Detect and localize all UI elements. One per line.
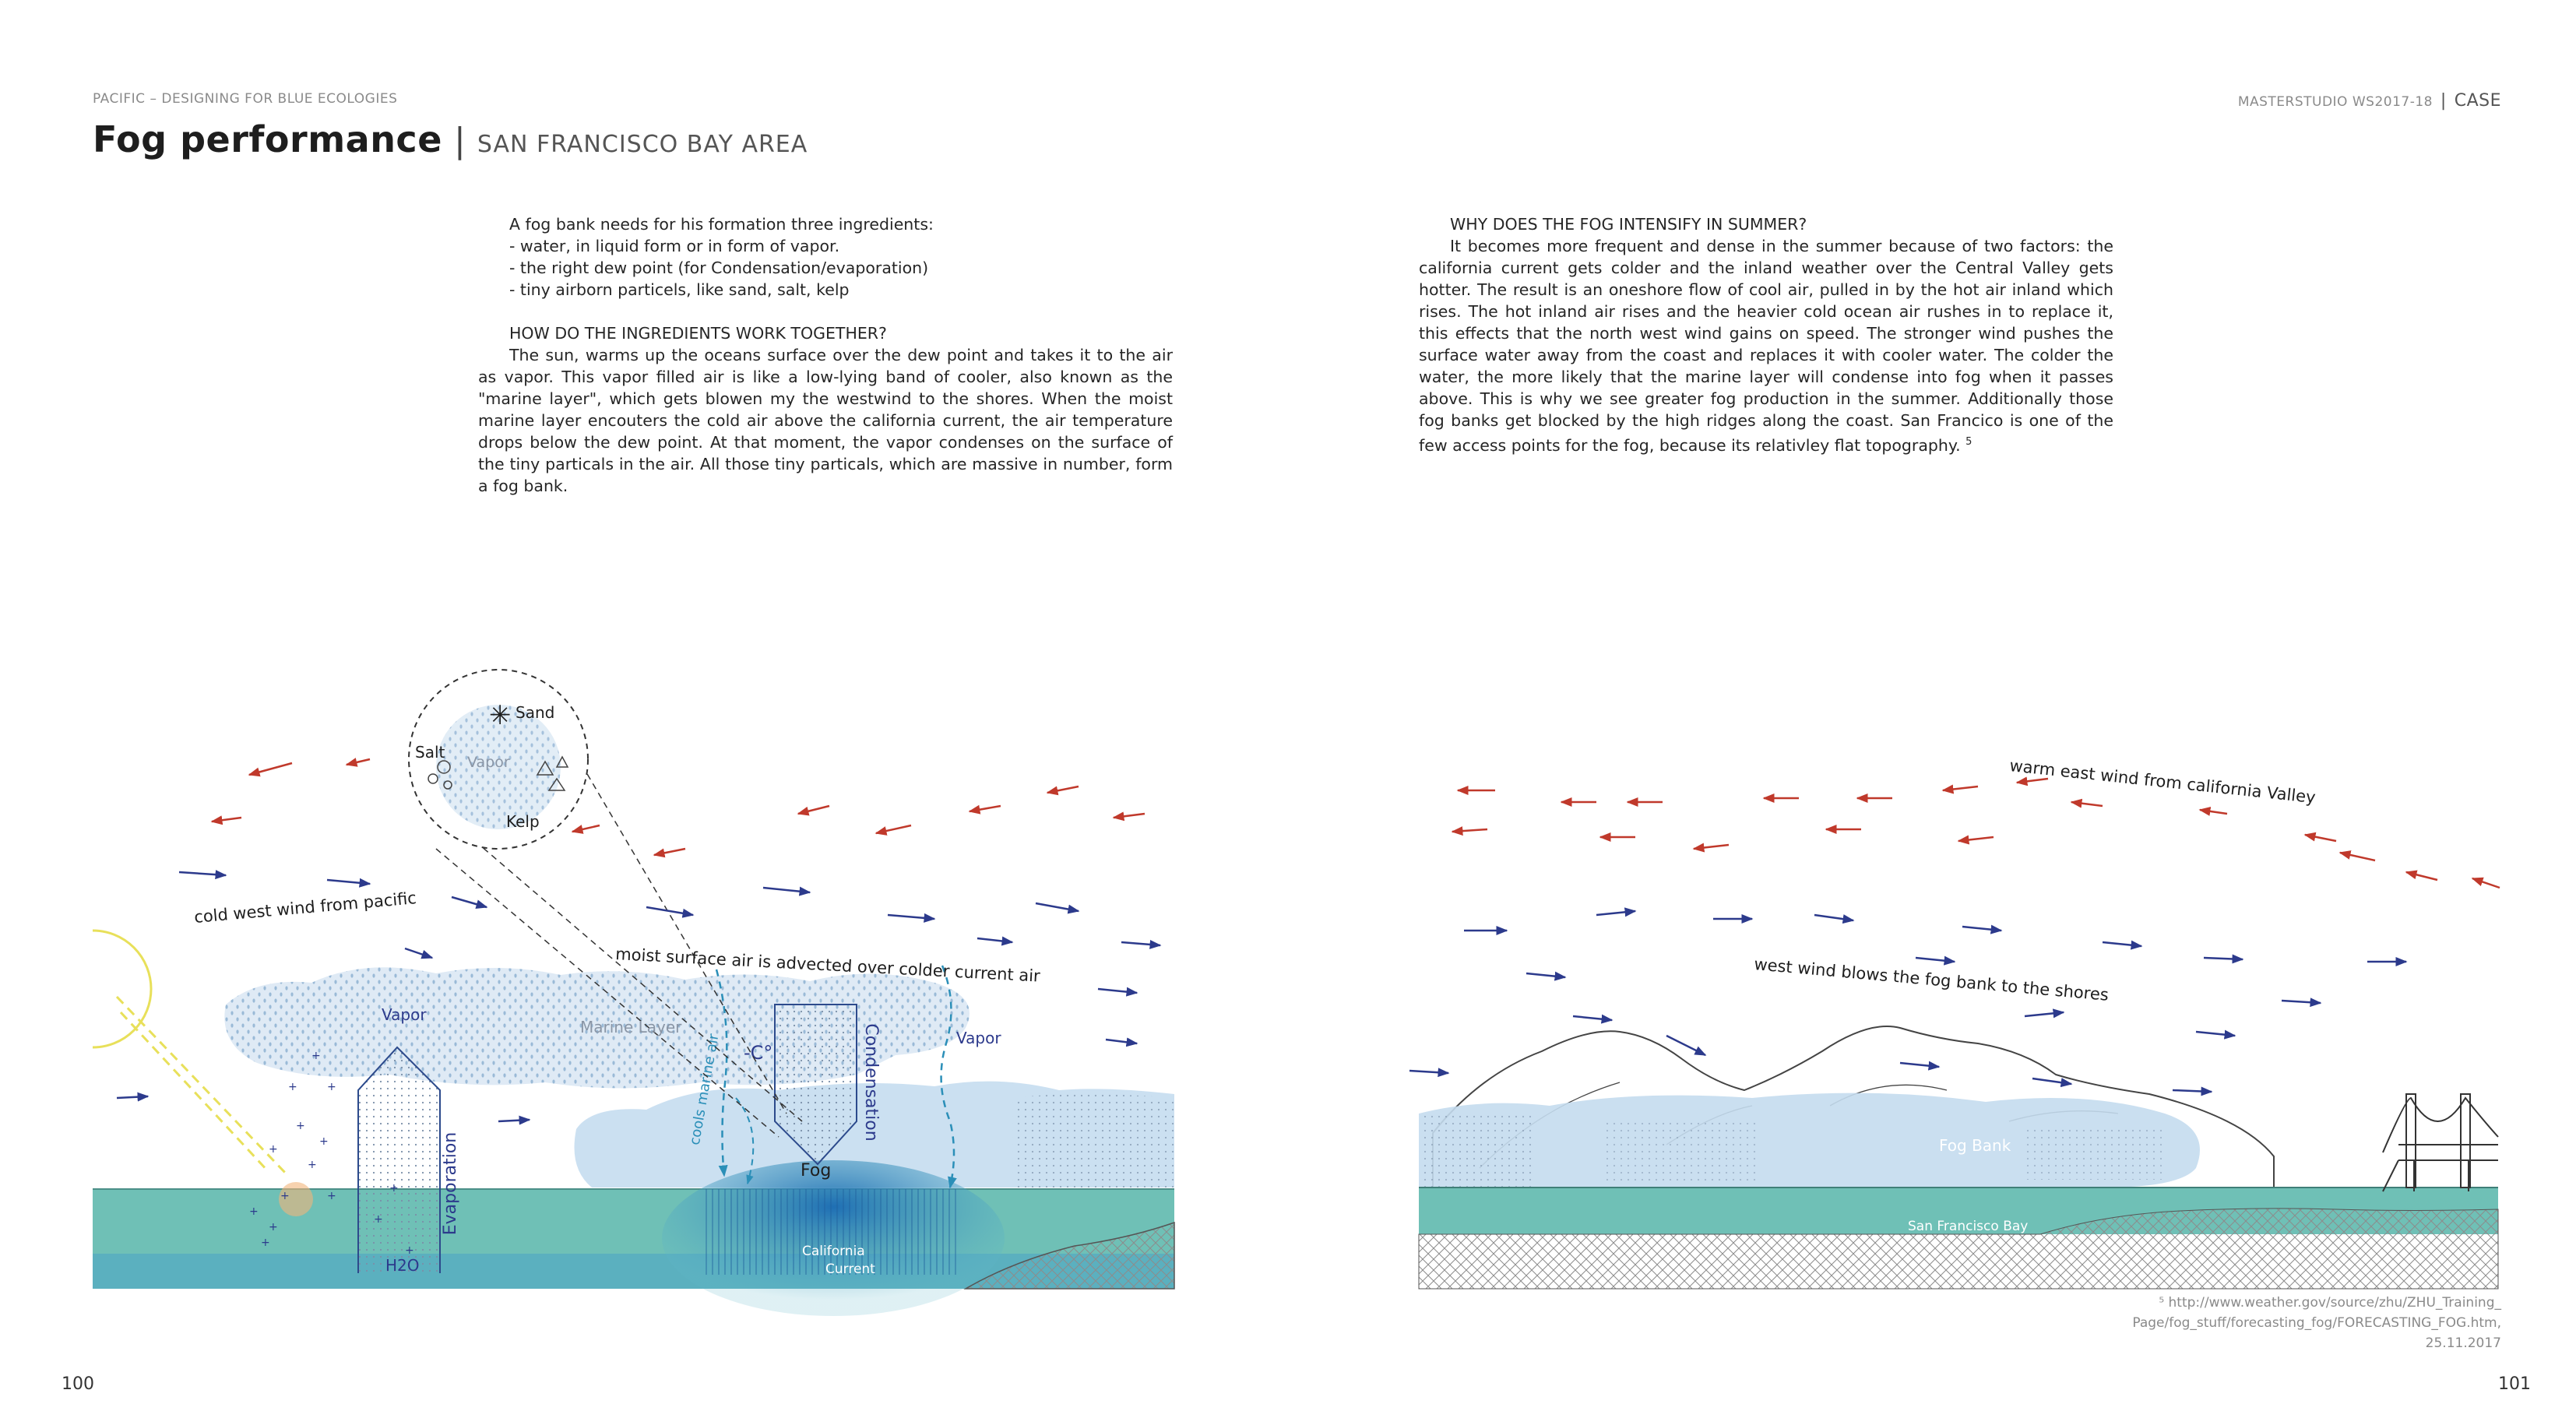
svg-text:+: + (311, 1050, 321, 1062)
svg-text:+: + (327, 1081, 336, 1093)
warm-east-wind-label: warm east wind from california Valley (2008, 756, 2316, 807)
body-paragraph: The sun, warms up the oceans surface ove… (478, 346, 1173, 495)
sun-hotspot (279, 1182, 313, 1216)
west-wind-arrows (116, 870, 1162, 1125)
california-current-label: California (802, 1244, 865, 1259)
golden-gate-bridge-icon (2382, 1093, 2499, 1192)
svg-text:+: + (269, 1221, 278, 1233)
evaporation-label: Evaporation (441, 1132, 460, 1236)
svg-text:+: + (261, 1237, 270, 1249)
condensation-column (774, 1004, 857, 1166)
page-title: Fog performance (93, 118, 442, 160)
west-wind-arrows (1409, 907, 2408, 1096)
svg-text:+: + (269, 1143, 278, 1156)
svg-text:+: + (319, 1135, 329, 1148)
vapor-inset-label: Vapor (467, 754, 510, 771)
svg-text:+: + (327, 1190, 336, 1202)
right-text-column: WHY DOES THE FOG INTENSIFY IN SUMMER? It… (1419, 213, 2113, 456)
sand-label: Sand (516, 703, 554, 722)
west-wind-fog-label: west wind blows the fog bank to the shor… (1754, 955, 2110, 1005)
sand-icon: ✳ (489, 700, 512, 731)
condensation-label: Condensation (861, 1023, 881, 1141)
salt-label: Salt (415, 743, 445, 762)
fog-bank-hatch (1012, 1094, 1174, 1188)
page-subtitle: SAN FRANCISCO BAY AREA (477, 131, 808, 158)
zoom-line (435, 848, 779, 1138)
right-kicker: MASTERSTUDIO WS2017-18 | CASE (2238, 91, 2501, 111)
temperature-label: -C° (744, 1042, 772, 1064)
vapor-right-label: Vapor (956, 1029, 1001, 1047)
page-number-left: 100 (62, 1374, 94, 1394)
cold-west-wind-label: cold west wind from pacific (193, 888, 417, 927)
vapor-left-label: Vapor (382, 1005, 427, 1024)
page-number-right: 101 (2498, 1374, 2531, 1394)
right-kicker-suffix: CASE (2454, 91, 2501, 111)
intro-line: A fog bank needs for his formation three… (509, 215, 934, 234)
sun-ray (119, 1011, 270, 1173)
sun-icon (92, 929, 153, 1049)
cooling-path (715, 969, 728, 1177)
left-kicker: PACIFIC – DESIGNING FOR BLUE ECOLOGIES (93, 91, 398, 107)
evaporation-column (357, 1046, 441, 1273)
svg-text:+: + (296, 1120, 305, 1132)
page-title-row: Fog performance | SAN FRANCISCO BAY AREA (93, 118, 808, 160)
section-heading: WHY DOES THE FOG INTENSIFY IN SUMMER? (1450, 215, 1807, 234)
east-wind-arrows (210, 758, 1145, 858)
sun-ray (115, 995, 290, 1177)
title-separator: | (454, 121, 466, 160)
left-text-column: A fog bank needs for his formation three… (478, 213, 1173, 497)
footnote: ⁵ http://www.weather.gov/source/zhu/ZHU_… (2132, 1295, 2501, 1351)
east-wind-arrows (1451, 776, 2500, 889)
cooling-path (940, 965, 957, 1189)
svg-text:+: + (405, 1244, 414, 1257)
svg-text:+: + (308, 1159, 317, 1171)
right-kicker-prefix: MASTERSTUDIO WS2017-18 (2237, 94, 2433, 110)
kelp-label: Kelp (506, 812, 540, 831)
intro-line: - water, in liquid form or in form of va… (509, 237, 840, 255)
svg-text:+: + (280, 1190, 290, 1202)
particles-inset-fill (436, 705, 561, 829)
marine-layer-label: Marine Layer (580, 1018, 682, 1036)
intro-line: - the right dew point (for Condensation/… (509, 259, 929, 277)
cooling-path (735, 1097, 755, 1185)
footnote-reference: 5 (1965, 436, 1972, 448)
bay-label: San Francisco Bay (1908, 1219, 2028, 1234)
fog-label: Fog (801, 1161, 831, 1181)
current-lines (701, 1189, 958, 1275)
h2o-label: H2O (385, 1256, 420, 1275)
zoom-line (575, 755, 787, 1114)
svg-text:+: + (288, 1081, 297, 1093)
fog-bank-label: Fog Bank (1939, 1136, 2011, 1155)
seafloor (963, 1221, 1175, 1290)
right-kicker-separator: | (2440, 91, 2447, 111)
summer-fog-diagram: Fog Bank San Francisco Bay warm east win… (1409, 756, 2500, 1290)
svg-text:+: + (374, 1213, 383, 1226)
fog-bank-dots (1419, 1114, 1536, 1188)
svg-text:+: + (249, 1205, 259, 1218)
fog-formation-diagram: Evaporation +++ +++ +++ +++ +++ Condensa… (92, 669, 1175, 1316)
body-paragraph: It becomes more frequent and dense in th… (1419, 237, 2113, 455)
salt-icon (428, 760, 452, 790)
evaporating-particles: +++ +++ +++ +++ +++ (249, 1050, 414, 1257)
fog-bank-dots (1604, 1121, 1760, 1184)
ground (1418, 1208, 2499, 1290)
fog-bank-dots (2025, 1125, 2165, 1180)
california-current-label: Current (825, 1261, 875, 1277)
intro-line: - tiny airborn particels, like sand, sal… (509, 280, 850, 299)
section-heading: HOW DO THE INGREDIENTS WORK TOGETHER? (509, 324, 887, 343)
svg-text:+: + (389, 1182, 399, 1195)
kelp-icon (536, 755, 569, 791)
